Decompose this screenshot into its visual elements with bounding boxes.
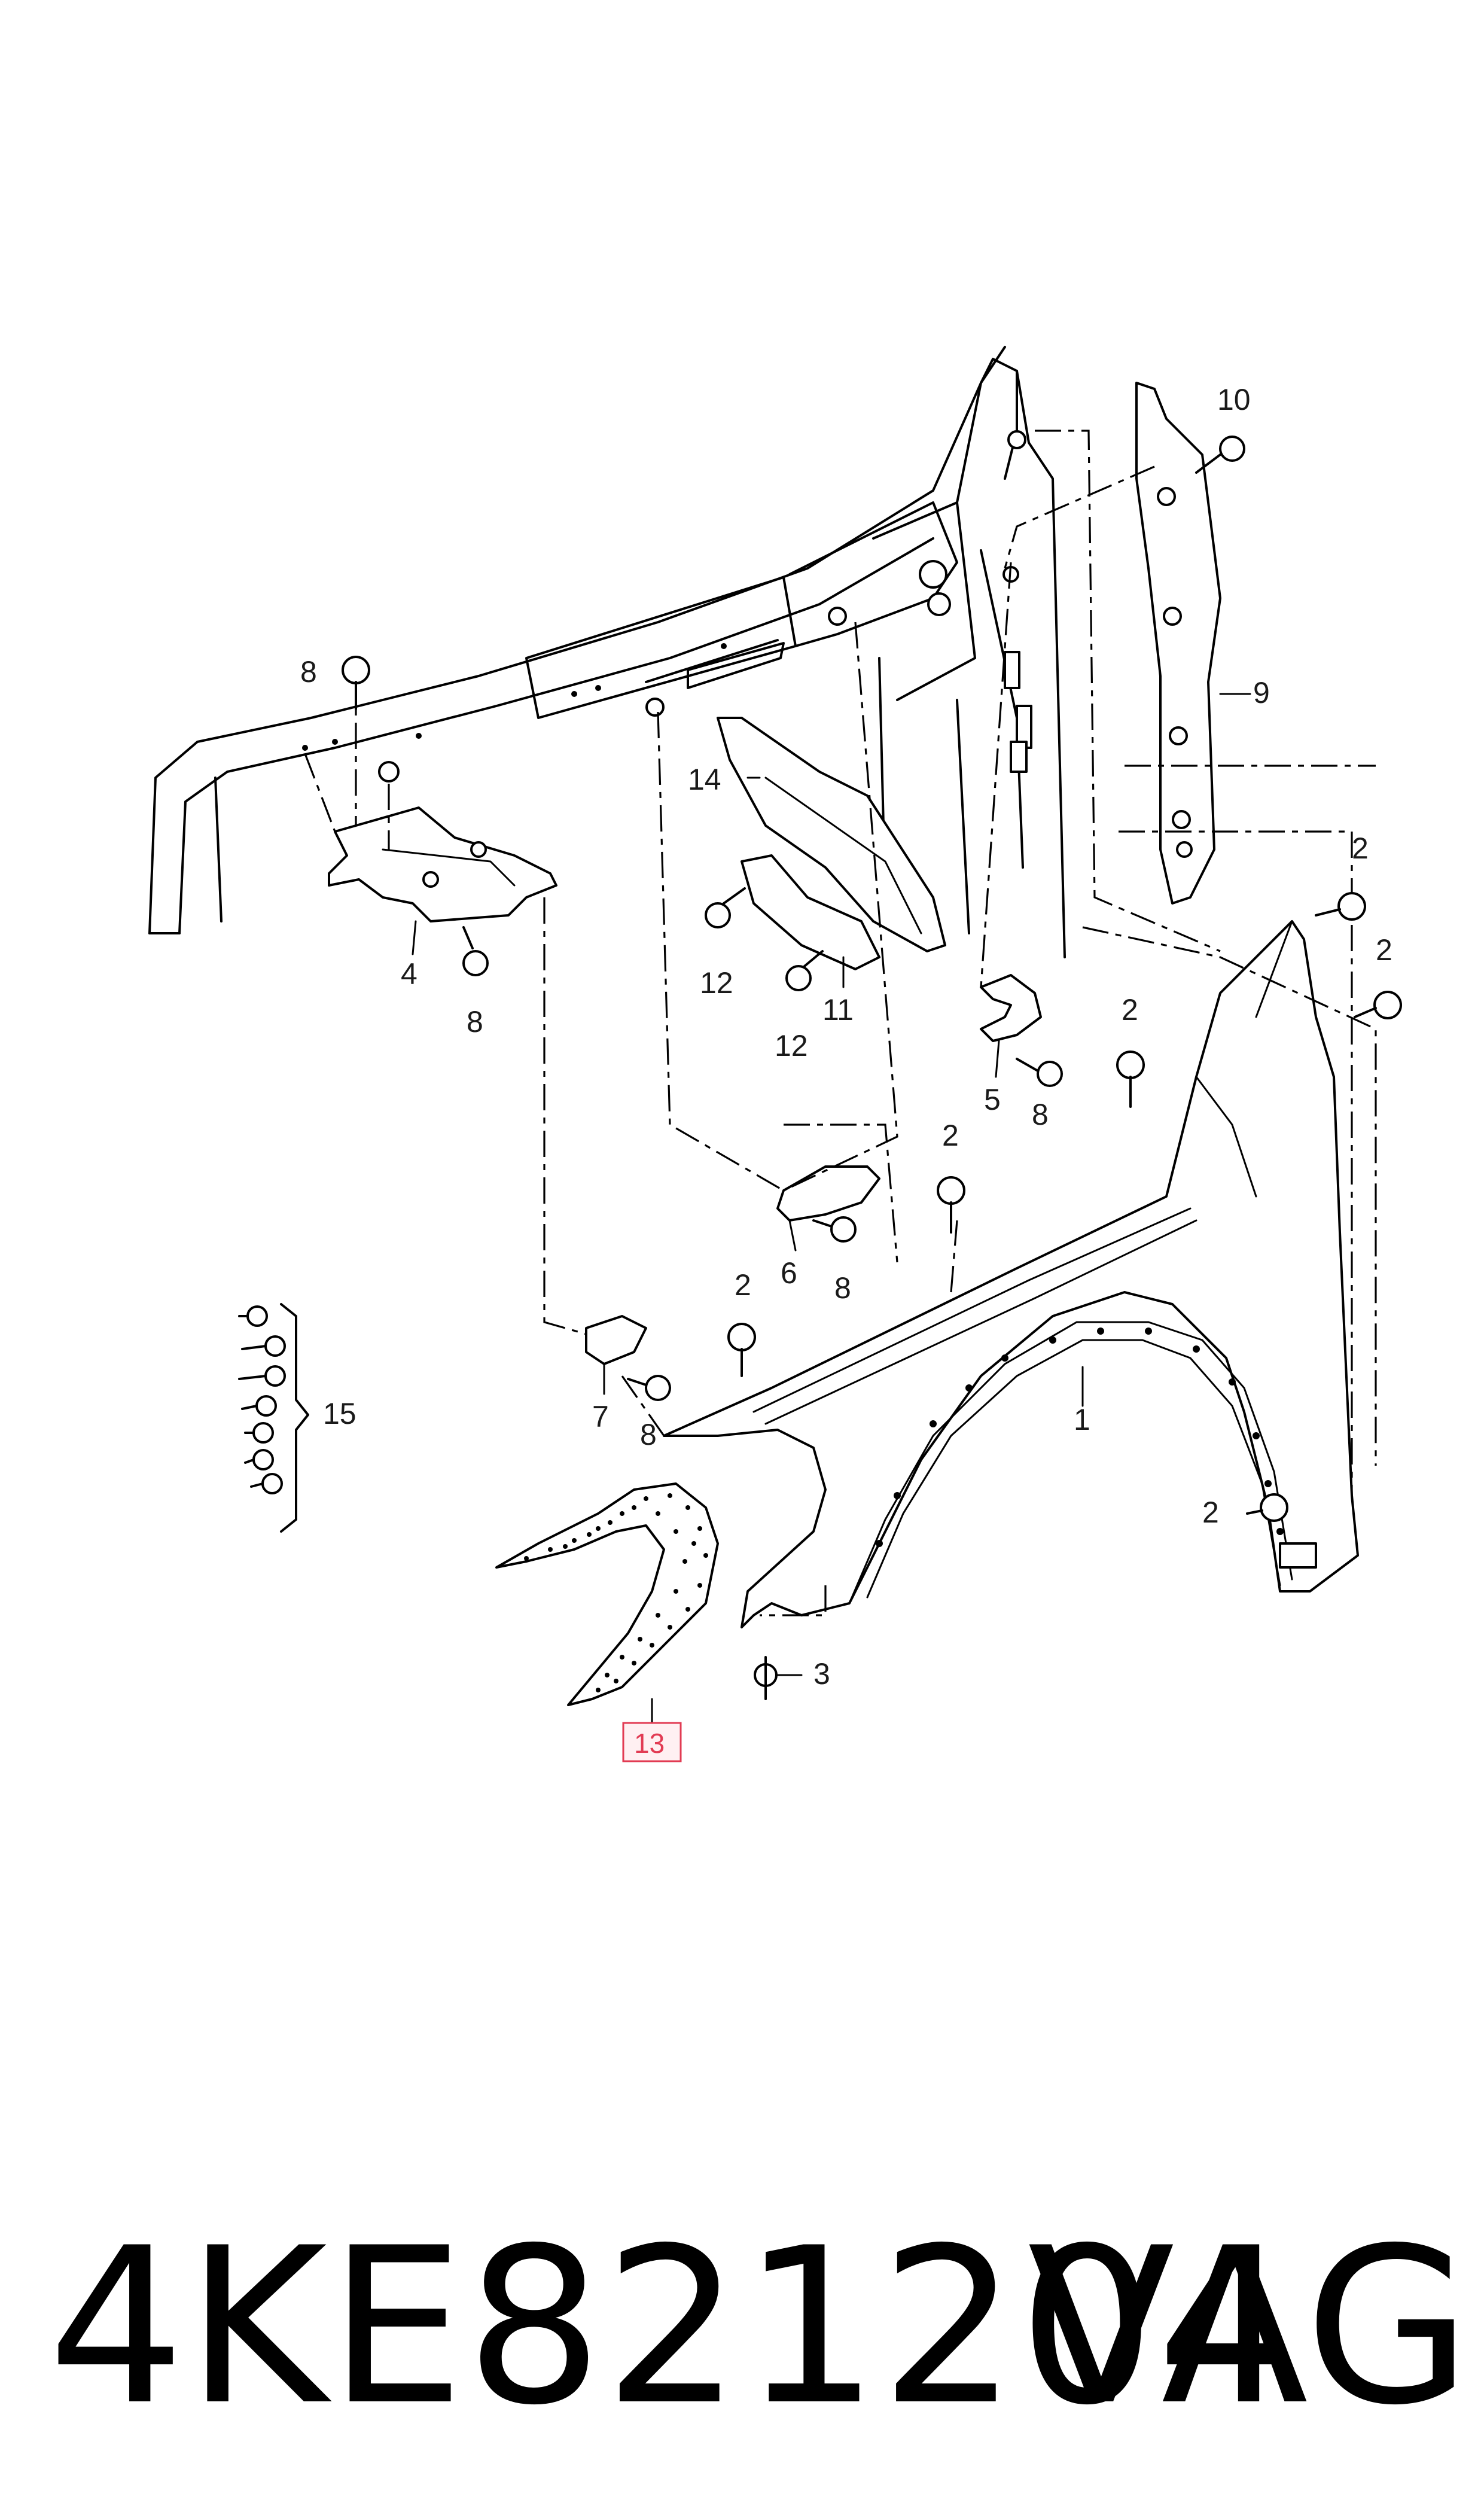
callout-8b: 8 [467, 1005, 483, 1039]
assembly-lines [304, 430, 1377, 1616]
bolt-8-top [342, 656, 370, 710]
leader-lines [412, 693, 1251, 1724]
bolt-2f [1246, 1493, 1288, 1522]
part-1-fender-details [752, 920, 1317, 1604]
part-14-inner-bracket [717, 717, 946, 952]
body-frame-rail [148, 346, 1066, 958]
svg-text:13: 13 [634, 1728, 665, 1759]
footer: 4KE821204 VAG [24, 2208, 1471, 2447]
part-number: 4KE821204 [48, 2202, 1295, 2452]
stud-3 [754, 1656, 778, 1700]
callout-4: 4 [401, 957, 418, 991]
callout-1: 1 [1074, 1403, 1090, 1436]
callout-8d: 8 [834, 1271, 851, 1305]
bolt-2b [1354, 991, 1402, 1019]
callout-2c: 2 [1122, 993, 1138, 1027]
callout-12a: 12 [700, 966, 733, 1000]
part-4-bracket [328, 806, 557, 922]
callout-2b: 2 [1376, 933, 1392, 967]
bolt-2c [1116, 1051, 1145, 1108]
callout-2d: 2 [942, 1119, 959, 1152]
callout-9: 9 [1253, 676, 1270, 710]
part-13-fender-insulation [495, 1482, 719, 1706]
part-1-front-fender [663, 920, 1359, 1628]
bolt-2e [727, 1323, 756, 1377]
callout-14: 14 [688, 763, 721, 796]
fastener-set-15 [238, 1303, 309, 1533]
part-9-side-strip [1135, 382, 1221, 905]
callout-2a: 2 [1352, 832, 1369, 865]
callout-2e: 2 [735, 1268, 751, 1302]
part-6-bracket [776, 1165, 880, 1222]
bolt-12b [785, 950, 824, 991]
callout-3: 3 [813, 1657, 830, 1691]
callout-7: 7 [592, 1400, 609, 1433]
callout-13-highlighted[interactable]: 13 [622, 1722, 682, 1762]
bolt-8-r7 [627, 1375, 671, 1401]
callout-10: 10 [1217, 383, 1251, 416]
callout-2f: 2 [1202, 1496, 1219, 1529]
callout-12b: 12 [775, 1029, 808, 1062]
callout-5: 5 [984, 1083, 1001, 1116]
bolt-2d [937, 1176, 965, 1234]
bolt-8-left [462, 926, 489, 976]
bolt-12a [705, 887, 746, 928]
callout-6: 6 [781, 1256, 797, 1290]
callout-8c: 8 [1032, 1098, 1049, 1131]
callout-8e: 8 [640, 1418, 657, 1451]
bolt-2a [1315, 892, 1366, 921]
part-9-holes [1157, 487, 1193, 858]
callout-15: 15 [323, 1397, 356, 1430]
callout-labels: 1 2 2 2 2 2 2 3 4 5 6 7 8 8 8 8 8 9 10 1… [300, 383, 1392, 1691]
part-7-bracket [585, 1315, 647, 1365]
brand-label: VAG [1027, 2202, 1471, 2452]
bolt-8-r5 [1016, 1058, 1063, 1087]
callout-11: 11 [822, 993, 854, 1027]
bolt-8-r6 [812, 1216, 857, 1243]
callout-8a: 8 [300, 655, 317, 689]
fasteners [238, 436, 1402, 1700]
clip-10 [1195, 436, 1245, 474]
part-5-bracket [980, 974, 1042, 1042]
part-11-bracket [741, 854, 880, 970]
